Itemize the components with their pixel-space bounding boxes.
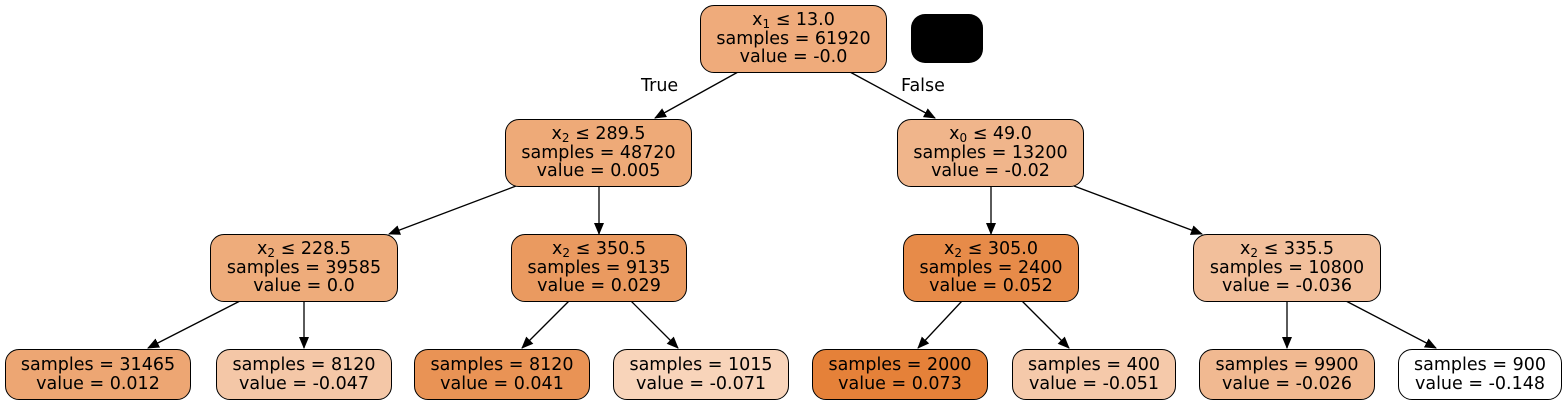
node-value: value = -0.047 [238, 373, 369, 394]
tree-leaf-2: samples = 8120 value = -0.047 [216, 349, 392, 400]
node-value: value = -0.051 [1028, 373, 1159, 394]
node-samples: samples = 2000 [828, 355, 972, 375]
edge-root-n2 [849, 71, 936, 119]
node-samples: samples = 31465 [20, 355, 176, 375]
node-condition: x2 ≤ 289.5 [551, 124, 646, 146]
node-samples: samples = 2400 [919, 257, 1063, 278]
node-condition: x0 ≤ 49.0 [949, 124, 1032, 146]
tree-leaf-4: samples = 1015 value = -0.071 [613, 349, 789, 400]
tree-node-n2l: x2 ≤ 305.0 samples = 2400 value = 0.052 [903, 234, 1079, 302]
edge-n2-n2r [1073, 185, 1203, 235]
edge-root-n1 [654, 71, 739, 119]
edge-n1l-leaf1 [147, 300, 241, 349]
node-value: value = 0.012 [36, 373, 160, 394]
node-samples: samples = 9135 [527, 257, 671, 278]
node-condition: x1 ≤ 13.0 [752, 10, 835, 32]
edge-n2l-leaf5 [917, 300, 963, 349]
node-samples: samples = 400 [1028, 355, 1160, 375]
node-value: value = -0.02 [931, 161, 1050, 182]
node-samples: samples = 10800 [1209, 257, 1365, 278]
edge-n1r-leaf3 [521, 300, 570, 349]
node-value: value = -0.036 [1221, 276, 1352, 297]
redaction-box [911, 14, 983, 63]
tree-leaf-6: samples = 400 value = -0.051 [1012, 349, 1176, 400]
edge-n1r-leaf4 [630, 300, 679, 349]
tree-leaf-1: samples = 31465 value = 0.012 [5, 349, 191, 400]
edge-label-true: True [641, 76, 679, 96]
node-value: value = 0.029 [537, 276, 661, 297]
node-condition: x2 ≤ 335.5 [1240, 239, 1334, 261]
node-value: value = -0.0 [739, 47, 848, 68]
tree-node-root: x1 ≤ 13.0 samples = 61920 value = -0.0 [700, 5, 887, 73]
node-value: value = 0.0 [253, 276, 355, 297]
edge-label-false: False [901, 76, 945, 96]
node-samples: samples = 900 [1414, 355, 1546, 375]
tree-node-n1r: x2 ≤ 350.5 samples = 9135 value = 0.029 [511, 234, 687, 302]
node-value: value = -0.071 [635, 373, 766, 394]
edge-n2l-leaf6 [1021, 300, 1070, 349]
node-samples: samples = 8120 [232, 355, 376, 375]
tree-node-n2: x0 ≤ 49.0 samples = 13200 value = -0.02 [897, 119, 1084, 187]
tree-leaf-7: samples = 9900 value = -0.026 [1199, 349, 1375, 400]
node-samples: samples = 61920 [716, 28, 871, 49]
tree-node-n1: x2 ≤ 289.5 samples = 48720 value = 0.005 [505, 119, 692, 187]
node-samples: samples = 39585 [226, 257, 382, 278]
node-samples: samples = 1015 [629, 355, 773, 375]
node-value: value = 0.041 [440, 373, 564, 394]
edge-n2r-leaf8 [1345, 300, 1437, 349]
node-samples: samples = 48720 [521, 142, 676, 163]
tree-node-n2r: x2 ≤ 335.5 samples = 10800 value = -0.03… [1193, 234, 1381, 302]
node-value: value = 0.052 [929, 276, 1053, 297]
node-value: value = 0.005 [536, 161, 661, 182]
node-condition: x2 ≤ 350.5 [552, 239, 646, 261]
node-samples: samples = 8120 [430, 355, 574, 375]
tree-leaf-8: samples = 900 value = -0.148 [1398, 349, 1562, 400]
tree-leaf-3: samples = 8120 value = 0.041 [414, 349, 590, 400]
node-samples: samples = 13200 [913, 142, 1068, 163]
node-condition: x2 ≤ 228.5 [257, 239, 351, 261]
node-condition: x2 ≤ 305.0 [944, 239, 1038, 261]
edge-n1-n1l [388, 185, 517, 235]
tree-leaf-5: samples = 2000 value = 0.073 [812, 349, 988, 400]
node-samples: samples = 9900 [1215, 355, 1359, 375]
tree-node-n1l: x2 ≤ 228.5 samples = 39585 value = 0.0 [210, 234, 398, 302]
node-value: value = 0.073 [838, 373, 962, 394]
node-value: value = -0.026 [1221, 373, 1352, 394]
node-value: value = -0.148 [1414, 373, 1545, 394]
